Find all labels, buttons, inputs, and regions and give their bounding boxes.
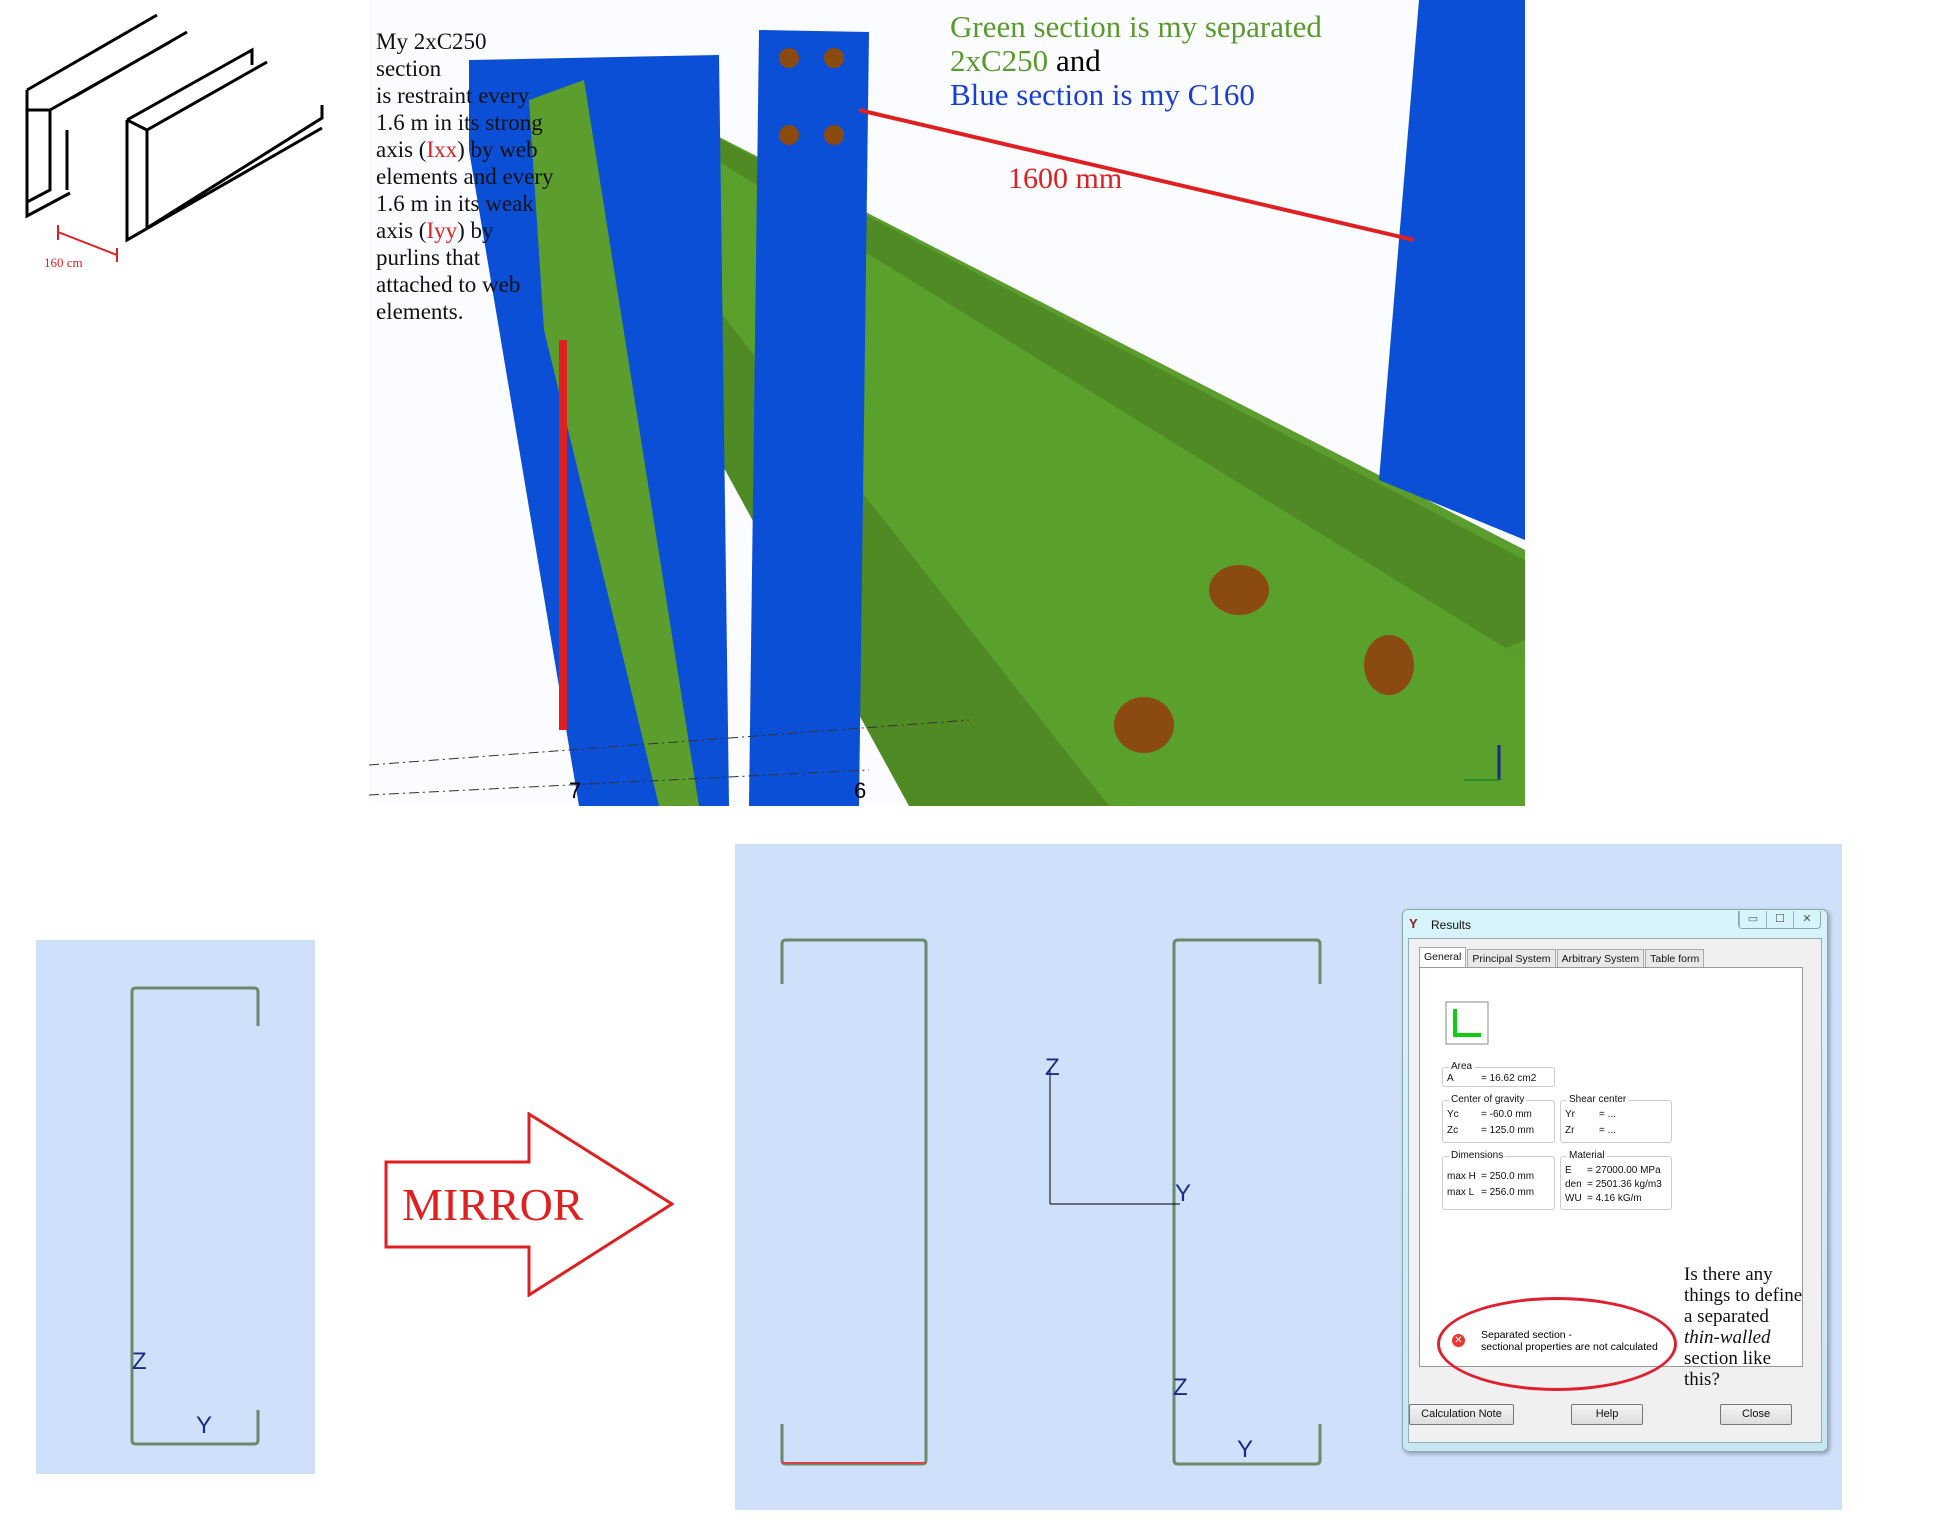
maximize-button[interactable]: ☐ xyxy=(1766,911,1793,928)
c-section-shape xyxy=(130,986,260,1446)
axis-y-label: Y xyxy=(1237,1436,1254,1463)
axis-y-label: Y xyxy=(1175,1180,1192,1207)
tab-table-form[interactable]: Table form xyxy=(1645,949,1705,967)
axis-z-label: Z xyxy=(1173,1374,1188,1401)
mirrored-sections-shape xyxy=(780,938,1322,1466)
dimension-line xyxy=(858,108,1415,242)
tab-general[interactable]: General xyxy=(1419,947,1467,967)
color-legend-text: Green section is my separated 2xC250 and… xyxy=(950,9,1322,112)
3d-model-render: 7 6 xyxy=(369,0,1525,806)
grid-label: 7 xyxy=(569,778,581,803)
error-message: Separated section -sectional properties … xyxy=(1481,1329,1658,1353)
mirror-arrow-icon: MIRROR xyxy=(384,1112,674,1297)
blue-column-right xyxy=(1379,0,1525,540)
dimension-label: 1600 mm xyxy=(1008,162,1123,195)
section-preview-icon xyxy=(1445,1001,1489,1045)
help-button[interactable]: Help xyxy=(1571,1404,1643,1425)
dialog-title: Results xyxy=(1431,918,1472,932)
single-section-view[interactable]: Z Y xyxy=(36,940,315,1474)
tab-principal-system[interactable]: Principal System xyxy=(1467,949,1556,967)
error-icon: ✕ xyxy=(1452,1334,1465,1347)
axis-triad-icon xyxy=(1464,745,1501,781)
minimize-button[interactable]: ▭ xyxy=(1739,911,1766,928)
calculation-note-button[interactable]: Calculation Note xyxy=(1409,1404,1514,1425)
axis-y-label: Y xyxy=(196,1412,213,1439)
error-highlight-ellipse xyxy=(1437,1297,1677,1391)
sketch-dimension: 160 cm xyxy=(44,255,83,270)
tab-arbitrary-system[interactable]: Arbitrary System xyxy=(1556,949,1645,967)
3d-model-view[interactable]: 7 6 xyxy=(369,0,1525,806)
close-window-button[interactable]: ✕ xyxy=(1793,911,1820,928)
app-icon: Y xyxy=(1409,916,1418,931)
axis-z-label: Z xyxy=(1045,1054,1060,1081)
close-button[interactable]: Close xyxy=(1720,1404,1792,1425)
double-channel-sketch: 160 cm xyxy=(25,13,324,270)
mirror-label: MIRROR xyxy=(402,1179,584,1230)
axis-z-label: Z xyxy=(132,1348,147,1375)
blue-column xyxy=(749,30,869,806)
grid-label: 6 xyxy=(854,778,866,803)
